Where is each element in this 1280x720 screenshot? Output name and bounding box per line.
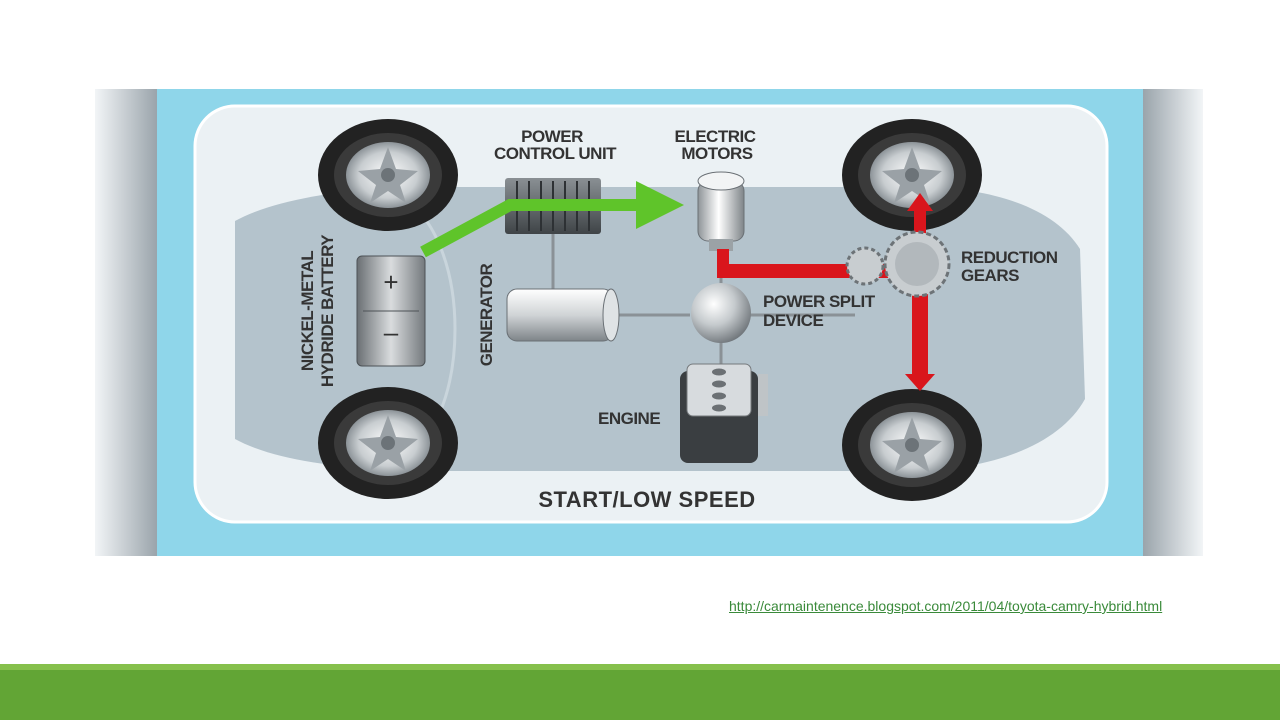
reduction-gears-label-2: GEARS — [961, 266, 1019, 285]
footer-bar — [0, 664, 1280, 720]
electric-flow-arrow — [420, 181, 684, 258]
engine — [680, 363, 768, 463]
generator-label: GENERATOR — [477, 264, 496, 367]
reduction-gears-label-1: REDUCTION — [961, 248, 1058, 267]
electric-motors-label-2: MOTORS — [681, 144, 752, 163]
left-shadow-strip — [95, 89, 157, 556]
power-control-unit-label-1: POWER — [521, 127, 583, 146]
footer-bar-accent — [0, 664, 1280, 670]
wheel-front-left — [318, 119, 458, 231]
engine-label: ENGINE — [598, 409, 660, 428]
generator — [506, 288, 620, 342]
hybrid-drivetrain-diagram: + – POWER CONTROL UNIT ELECTRIC MOTORS R… — [95, 89, 1203, 556]
reduction-gears — [845, 230, 951, 298]
wheel-front-right — [842, 119, 982, 231]
source-link[interactable]: http://carmaintenence.blogspot.com/2011/… — [729, 598, 1163, 614]
electric-motor — [697, 171, 745, 251]
power-split-label-2: DEVICE — [763, 311, 823, 330]
electric-motors-label-1: ELECTRIC — [675, 127, 756, 146]
right-shadow-strip — [1143, 89, 1203, 556]
battery-label-1: NICKEL-METAL — [298, 251, 317, 371]
wheel-rear-right — [842, 389, 982, 501]
power-split-device — [691, 283, 751, 343]
battery-plus: + — [383, 267, 398, 297]
diagram-caption: START/LOW SPEED — [538, 487, 755, 512]
battery-label-2: HYDRIDE BATTERY — [318, 234, 337, 387]
battery-minus: – — [384, 317, 399, 347]
battery: + – — [356, 255, 426, 367]
power-split-label-1: POWER SPLIT — [763, 292, 876, 311]
wheel-rear-left — [318, 387, 458, 499]
power-control-unit-label-2: CONTROL UNIT — [494, 144, 617, 163]
